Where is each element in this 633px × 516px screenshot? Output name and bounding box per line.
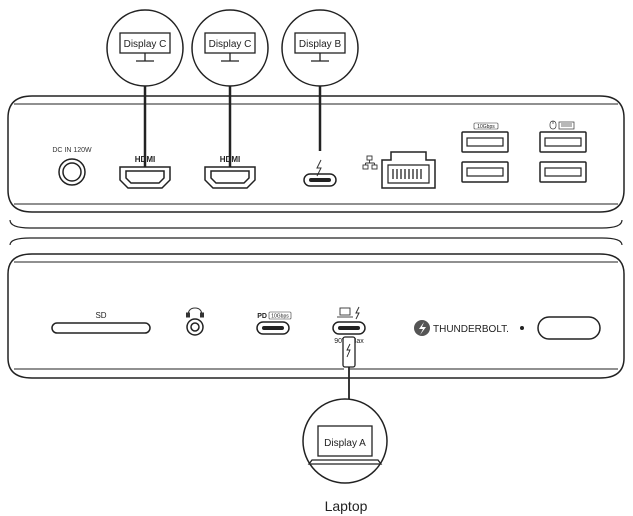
front-panel: SD PD 10Gbps	[7, 237, 625, 379]
usb-c-pd-port: PD 10Gbps	[256, 311, 292, 335]
laptop-icon	[337, 307, 353, 318]
dc-in-label: DC IN 120W	[52, 147, 92, 154]
thunderbolt-icon	[355, 306, 360, 320]
network-icon	[362, 155, 378, 170]
ethernet-port	[362, 151, 436, 189]
laptop-screen-label: Display A	[324, 438, 366, 449]
thunderbolt-logo: THUNDERBOLT.	[414, 320, 509, 336]
headphone-icon	[186, 307, 204, 318]
dc-in-port: DC IN 120W	[52, 147, 92, 186]
display-label: Display B	[299, 39, 342, 50]
usb-a-ports-10gbps: 10Gbps	[461, 122, 509, 183]
laptop-caption: Laptop	[325, 498, 368, 514]
display-label: Display C	[124, 39, 167, 50]
sd-label: SD	[95, 311, 106, 320]
pd-speed-label: 10Gbps	[271, 314, 289, 320]
display-b: Display B	[281, 9, 359, 151]
usb-a-ports-input	[539, 120, 587, 183]
rear-panel: DC IN 120W HDMI HDMI	[7, 95, 625, 229]
laptop-icon	[317, 425, 373, 457]
mouse-keyboard-icon	[549, 120, 575, 130]
brand-label: THUNDERBOLT.	[433, 324, 509, 335]
thunderbolt-icon	[316, 159, 322, 177]
pd-label: PD	[257, 313, 267, 320]
display-c-1: Display C	[106, 9, 184, 167]
laptop-cable	[342, 336, 356, 400]
thunderbolt-downstream-port	[303, 159, 337, 187]
usb-speed-label: 10Gbps	[477, 124, 495, 130]
display-c-2: Display C	[191, 9, 269, 167]
sd-card-slot: SD	[51, 311, 151, 334]
power-button[interactable]	[537, 316, 601, 340]
laptop-display-a: Display A	[302, 398, 388, 484]
audio-jack	[186, 307, 204, 336]
status-led	[520, 326, 524, 330]
display-label: Display C	[209, 39, 252, 50]
